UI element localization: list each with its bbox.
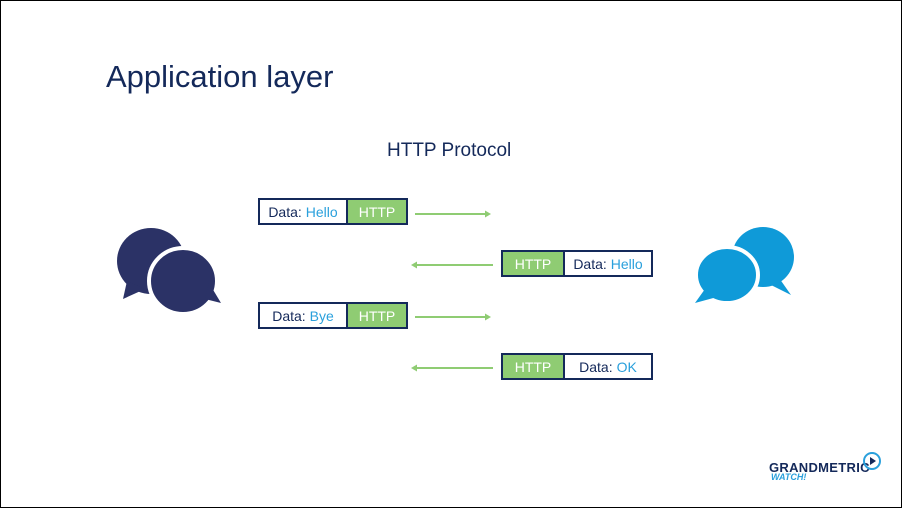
- slide-title: Application layer: [106, 59, 334, 94]
- data-value: Bye: [309, 307, 334, 324]
- http-header-cell: HTTP: [348, 304, 406, 327]
- packet-1: Data: Hello HTTP: [258, 198, 408, 225]
- data-label: Data:: [268, 203, 302, 220]
- right-chat-bubbles-icon: [694, 227, 794, 305]
- play-circle-icon: [863, 452, 881, 470]
- data-value: OK: [616, 358, 637, 375]
- http-header-cell: HTTP: [503, 355, 563, 378]
- arrow-left-icon: [411, 364, 493, 372]
- packet-data-cell: Data: Hello: [565, 252, 651, 275]
- http-header-cell: HTTP: [348, 200, 406, 223]
- packet-4: HTTP Data: OK: [501, 353, 653, 380]
- data-value: Hello: [305, 203, 338, 220]
- packet-data-cell: Data: Hello: [260, 200, 346, 223]
- packet-data-cell: Data: OK: [565, 355, 651, 378]
- cell-divider: [563, 355, 565, 378]
- packet-2: HTTP Data: Hello: [501, 250, 653, 277]
- logo-name: GRANDMETRIC: [769, 460, 870, 475]
- arrow-right-icon: [415, 313, 491, 321]
- packet-3: Data: Bye HTTP: [258, 302, 408, 329]
- cell-divider: [563, 252, 565, 275]
- diagram-subtitle: HTTP Protocol: [387, 140, 512, 161]
- cell-divider: [346, 200, 348, 223]
- logo-sub: WATCH!: [771, 472, 807, 482]
- grandmetric-logo: GRANDMETRIC WATCH!: [769, 450, 889, 486]
- arrow-left-icon: [411, 261, 493, 269]
- cell-divider: [346, 304, 348, 327]
- http-header-cell: HTTP: [503, 252, 563, 275]
- data-label: Data:: [573, 255, 607, 272]
- arrow-right-icon: [415, 210, 491, 218]
- left-chat-bubbles-icon: [117, 228, 221, 316]
- data-label: Data:: [272, 307, 306, 324]
- packet-data-cell: Data: Bye: [260, 304, 346, 327]
- data-value: Hello: [610, 255, 643, 272]
- data-label: Data:: [579, 358, 613, 375]
